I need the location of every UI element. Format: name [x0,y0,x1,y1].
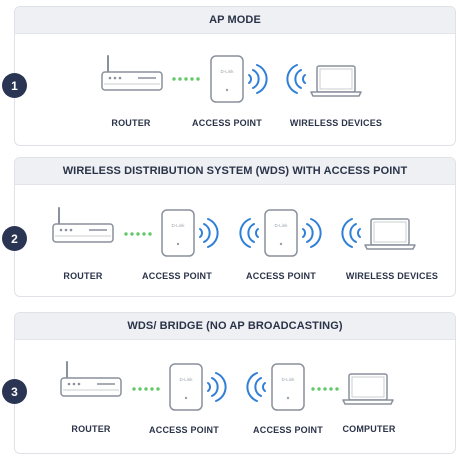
router-icon [59,360,123,402]
device-label: ACCESS POINT [253,425,323,435]
access-point-icon: D-Link [168,362,204,412]
panel-ap-mode: AP MODE [14,6,456,146]
device-label: WIRELESS DEVICES [289,118,383,128]
wifi-waves-right-icon [198,216,219,250]
wifi-waves-right-icon [206,370,227,404]
panel-wds-bridge: WDS/ BRIDGE (NO AP BROADCASTING) [14,312,456,454]
device-label: ACCESS POINT [149,425,219,435]
device-label: ACCESS POINT [142,271,212,281]
router-icon [100,54,164,96]
wifi-waves-left-icon [239,216,260,250]
laptop-icon [364,217,416,251]
laptop-icon [310,64,362,98]
brand-logo: D-Link [220,69,234,74]
access-point-icon: D-Link [263,208,299,258]
wifi-waves-left-icon [286,62,307,96]
wifi-waves-right-icon [301,216,322,250]
device-label: ACCESS POINT [246,271,316,281]
panel-title: AP MODE [15,7,455,34]
step-badge: 1 [2,73,27,98]
connection-dots [311,387,341,391]
wifi-waves-left-icon [246,370,267,404]
access-point-icon: D-Link [209,54,245,104]
laptop-icon [342,372,394,406]
panel-title: WIRELESS DISTRIBUTION SYSTEM (WDS) WITH … [15,158,455,185]
brand-logo: D-Link [179,377,193,382]
brand-logo: D-Link [171,223,185,228]
device-label: ROUTER [63,271,103,281]
brand-logo: D-Link [281,377,295,382]
device-label: COMPUTER [342,424,396,434]
device-label: ROUTER [71,424,111,434]
device-label: WIRELESS DEVICES [345,271,439,281]
device-label: ACCESS POINT [192,118,262,128]
device-label: ROUTER [111,118,151,128]
access-point-icon: D-Link [160,208,196,258]
access-point-icon: D-Link [270,362,306,412]
step-badge: 2 [2,226,27,251]
brand-logo: D-Link [274,223,288,228]
connection-dots [172,77,202,81]
wifi-waves-right-icon [247,62,268,96]
connection-dots [124,232,154,236]
panel-title: WDS/ BRIDGE (NO AP BROADCASTING) [15,313,455,340]
step-badge: 3 [2,379,27,404]
connection-dots [132,387,162,391]
router-icon [51,206,115,248]
wifi-waves-left-icon [341,216,362,250]
